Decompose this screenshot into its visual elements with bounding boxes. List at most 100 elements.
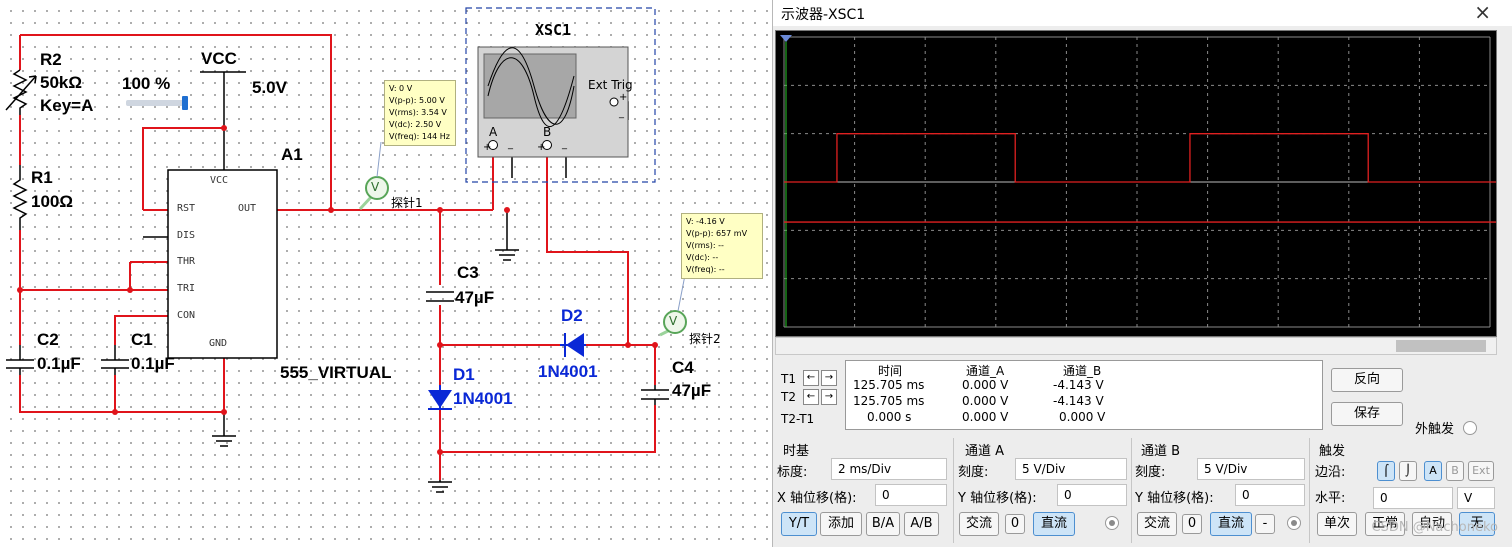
trigger-source-a-button[interactable]: A — [1424, 461, 1442, 481]
trigger-none-button[interactable]: 无 — [1459, 512, 1495, 536]
probe2-line: V(p-p): 657 mV — [686, 229, 748, 238]
probe1-label: 探针1 — [391, 196, 423, 210]
channel-a-color-indicator[interactable] — [1105, 516, 1119, 530]
edge-rising-button[interactable]: ⌠ — [1377, 461, 1395, 481]
t2-right-button[interactable]: → — [821, 389, 837, 405]
probe1-readout: V: 0 V V(p-p): 5.00 V V(rms): 3.54 V V(d… — [384, 80, 456, 146]
probe1-icon[interactable] — [358, 141, 389, 211]
c3-value: 47µF — [455, 288, 495, 307]
table-cell: 125.705 ms — [853, 394, 925, 408]
ext-trigger-label: 外触发 — [1415, 422, 1455, 437]
xsc1-a-plus: + — [483, 142, 492, 153]
channel-a-zero-button[interactable]: 0 — [1005, 514, 1025, 534]
trigger-level-unit[interactable]: V — [1457, 487, 1495, 509]
xsc1-ch-a: A — [489, 125, 498, 139]
scope-screen[interactable] — [775, 30, 1497, 337]
channel-b-ac-button[interactable]: 交流 — [1137, 512, 1177, 536]
a1-ref: A1 — [281, 145, 303, 164]
trigger-normal-button[interactable]: 正常 — [1365, 512, 1405, 536]
cursor-diff-label: T2-T1 — [781, 412, 815, 426]
channel-b-zero-button[interactable]: 0 — [1182, 514, 1202, 534]
table-cell: 0.000 V — [1059, 410, 1106, 424]
ic-555-body[interactable] — [167, 169, 278, 359]
channel-a-title: 通道 A — [965, 444, 1005, 459]
divider — [1131, 438, 1132, 543]
timebase-title: 时基 — [783, 444, 810, 459]
horizontal-scrollbar[interactable] — [775, 337, 1497, 355]
probe2-icon[interactable] — [659, 274, 687, 337]
t1-left-button[interactable]: ← — [803, 370, 819, 386]
r2-slider-track[interactable] — [126, 100, 188, 106]
ext-trigger-terminal[interactable] — [1463, 421, 1477, 435]
r2-percent: 100 % — [122, 74, 171, 93]
channel-a-ac-button[interactable]: 交流 — [959, 512, 999, 536]
xsc1-ext-plus: + — [619, 92, 628, 103]
channel-b-color-indicator[interactable] — [1287, 516, 1301, 530]
t1-right-button[interactable]: → — [821, 370, 837, 386]
table-header-time: 时间 — [878, 364, 903, 378]
title-bar[interactable]: 示波器-XSC1 × — [773, 0, 1512, 26]
window-title: 示波器-XSC1 — [781, 7, 866, 23]
mode-yt-button[interactable]: Y/T — [781, 512, 817, 536]
d2-part: 1N4001 — [538, 362, 598, 381]
channel-a-ypos-field[interactable]: 0 — [1057, 484, 1127, 506]
c1-value: 0.1µF — [131, 354, 175, 373]
trigger-level-field[interactable]: 0 — [1373, 487, 1453, 509]
trigger-source-b-button[interactable]: B — [1446, 461, 1464, 481]
mode-ba-button[interactable]: B/A — [866, 512, 900, 536]
diode-d1-symbol[interactable] — [428, 385, 452, 410]
table-cell: -4.143 V — [1053, 394, 1104, 408]
reverse-button[interactable]: 反向 — [1331, 368, 1403, 392]
channel-a-dc-button[interactable]: 直流 — [1033, 512, 1075, 536]
probe1-line: V(p-p): 5.00 V — [389, 96, 445, 105]
pin-con: CON — [177, 310, 196, 321]
channel-b-invert-button[interactable]: - — [1255, 514, 1275, 534]
scrollbar-thumb[interactable] — [1396, 340, 1486, 352]
edge-falling-button[interactable]: ⌡ — [1399, 461, 1417, 481]
t2-left-button[interactable]: ← — [803, 389, 819, 405]
table-cell: 0.000 s — [867, 410, 912, 424]
channel-a-ypos-label: Y 轴位移(格): — [958, 491, 1037, 506]
cursor-t2-label: T2 — [781, 390, 796, 404]
probe1-line: V(dc): 2.50 V — [389, 120, 442, 129]
channel-a-trace — [784, 133, 1496, 183]
a1-part: 555_VIRTUAL — [280, 363, 392, 382]
probe1-line: V: 0 V — [389, 84, 413, 93]
save-button[interactable]: 保存 — [1331, 402, 1403, 426]
mode-add-button[interactable]: 添加 — [820, 512, 862, 536]
schematic-wires — [5, 7, 687, 493]
mode-ab-button[interactable]: A/B — [904, 512, 939, 536]
pin-vcc: VCC — [210, 175, 229, 186]
probe1-line: V(rms): 3.54 V — [389, 108, 447, 117]
r1-ref: R1 — [31, 168, 53, 187]
c3-ref: C3 — [457, 263, 479, 282]
r1-value: 100Ω — [31, 192, 73, 211]
channel-a-scale-field[interactable]: 5 V/Div — [1015, 458, 1127, 480]
channel-b-ypos-field[interactable]: 0 — [1235, 484, 1305, 506]
measurement-table: 时间 通道_A 通道_B 125.705 ms 0.000 V -4.143 V… — [845, 360, 1323, 430]
oscilloscope-window: 示波器-XSC1 × T1 ← → T2 ← → T2-T1 时间 通道_A 通… — [772, 0, 1512, 547]
table-cell: 0.000 V — [962, 410, 1009, 424]
table-cell: 0.000 V — [962, 378, 1009, 392]
x-position-label: X 轴位移(格): — [777, 491, 857, 506]
channel-b-scale-field[interactable]: 5 V/Div — [1197, 458, 1305, 480]
pin-gnd: GND — [209, 338, 228, 349]
trigger-auto-button[interactable]: 自动 — [1412, 512, 1452, 536]
trigger-single-button[interactable]: 单次 — [1317, 512, 1357, 536]
close-icon[interactable]: × — [1474, 0, 1491, 24]
x-position-field[interactable]: 0 — [875, 484, 947, 506]
channel-b-ypos-label: Y 轴位移(格): — [1135, 491, 1214, 506]
d2-ref: D2 — [561, 306, 583, 325]
cursor-t1-marker — [780, 35, 792, 42]
trigger-edge-label: 边沿: — [1315, 465, 1346, 480]
diode-d2-symbol[interactable] — [560, 333, 586, 357]
trigger-source-ext-button[interactable]: Ext — [1468, 461, 1494, 481]
r2-slider-thumb[interactable] — [182, 96, 188, 110]
timebase-scale-field[interactable]: 2 ms/Div — [831, 458, 947, 480]
channel-b-dc-button[interactable]: 直流 — [1210, 512, 1252, 536]
d1-part: 1N4001 — [453, 389, 513, 408]
schematic-canvas[interactable]: R2 50kΩ Key=A 100 % VCC 5.0V R1 100Ω C2 … — [0, 0, 772, 547]
scope-background — [776, 31, 1496, 336]
c4-value: 47µF — [672, 381, 712, 400]
table-header-cha: 通道_A — [966, 364, 1005, 378]
